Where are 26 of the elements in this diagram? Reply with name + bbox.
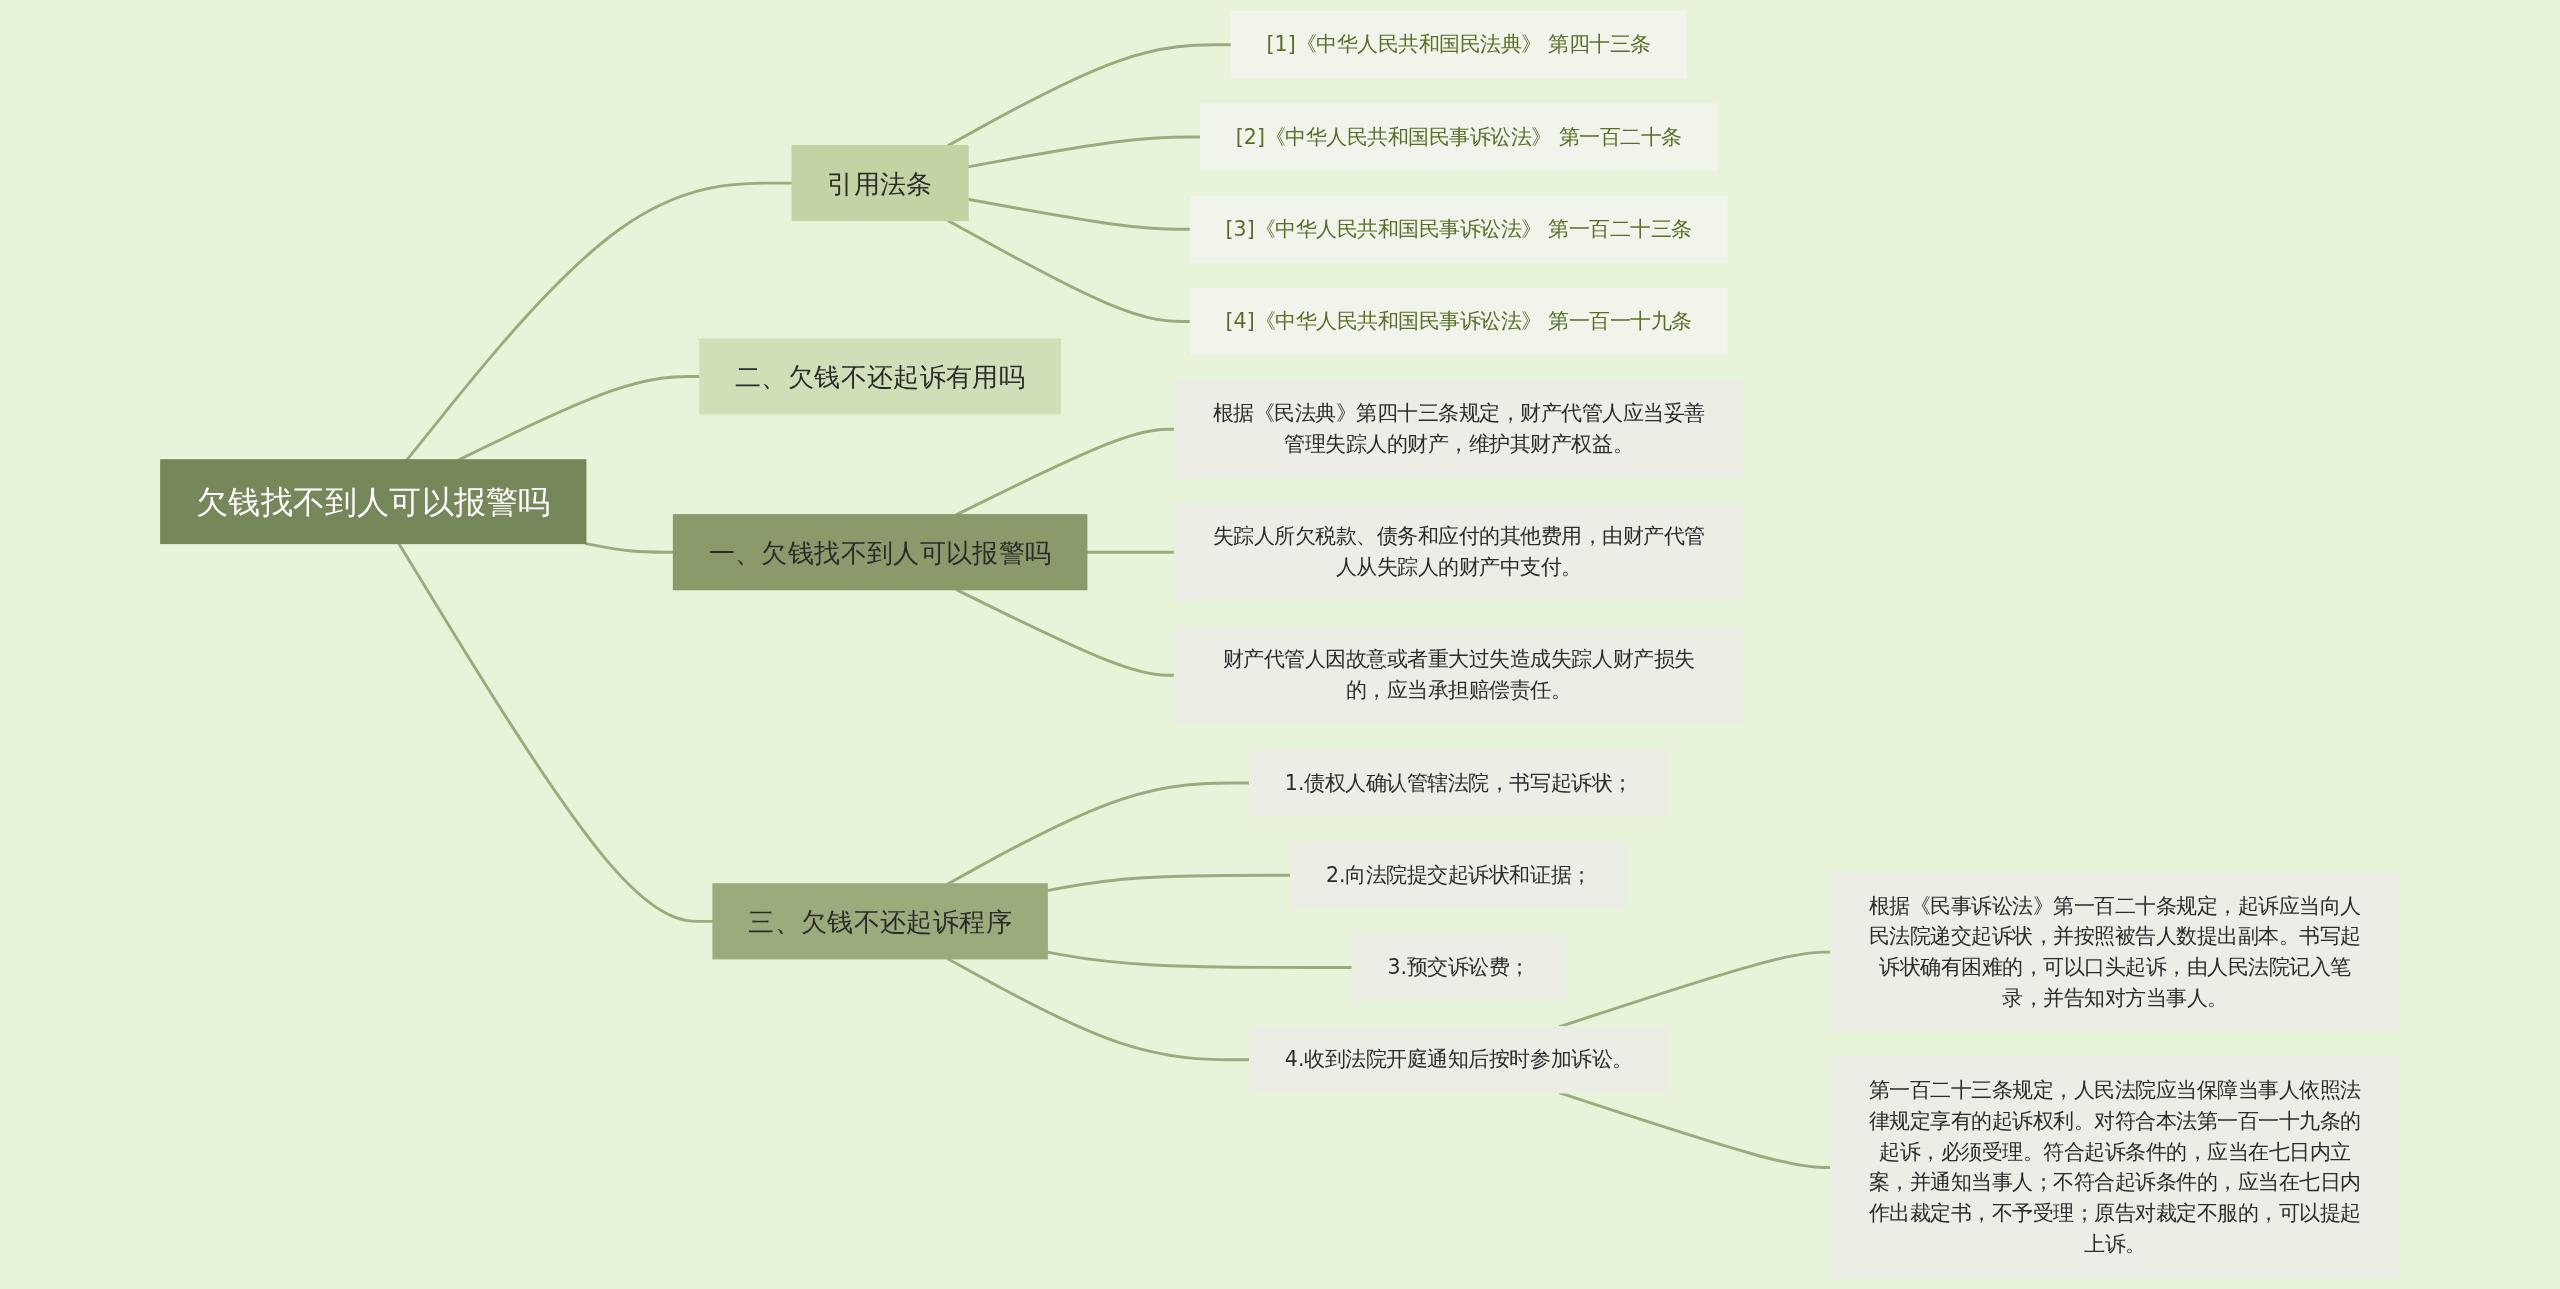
connector bbox=[947, 219, 1191, 323]
node-box: 根据《民法典》第四十三条规定，财产代管人应当妥善管理失踪人的财产，维护其财产权益。 bbox=[1173, 380, 1744, 479]
node-box: 第一百二十三条规定，人民法院应当保障当事人依照法律规定享有的起诉权利。对符合本法第一百一十九条的起诉，必须受理。符合起诉条件的，应当在七日内立案，并通知当事人；不符合起诉条件的，应当在七日内作出裁定书，不予受理；原告对裁定不服的，可以提起上诉。 bbox=[1830, 1056, 2400, 1278]
node-box: [2]《中华人民共和国民事诉讼法》 第一百二十条 bbox=[1199, 103, 1718, 171]
node-box: 失踪人所欠税款、债务和应付的其他费用，由财产代管人从失踪人的财产中支付。 bbox=[1173, 503, 1744, 602]
connector bbox=[584, 542, 674, 554]
connector bbox=[397, 542, 714, 923]
node-box: 二、欠钱不还起诉有用吗 bbox=[699, 338, 1061, 415]
node-box: 一、欠钱找不到人可以报警吗 bbox=[672, 514, 1088, 591]
connector bbox=[1086, 550, 1175, 554]
node-box: 财产代管人因故意或者重大过失造成失踪人财产损失的，应当承担赔偿责任。 bbox=[1173, 626, 1744, 725]
node-box: [4]《中华人民共和国民事诉讼法》 第一百一十九条 bbox=[1189, 287, 1728, 356]
node-box: 3.预交诉讼费； bbox=[1351, 933, 1566, 1002]
node-box: 4.收到法院开庭通知后按时参加诉讼。 bbox=[1249, 1026, 1669, 1094]
node-box: [3]《中华人民共和国民事诉讼法》 第一百二十三条 bbox=[1189, 195, 1728, 263]
connector bbox=[1558, 1091, 1831, 1169]
node-box: 欠钱找不到人可以报警吗 bbox=[160, 459, 587, 545]
node-box: 引用法条 bbox=[791, 145, 969, 222]
node-box: 2.向法院提交起诉状和证据； bbox=[1290, 841, 1628, 909]
connector bbox=[955, 588, 1175, 677]
node-box: 三、欠钱不还起诉程序 bbox=[712, 883, 1048, 960]
node-box: 根据《民事诉讼法》第一百二十条规定，起诉应当向人民法院递交起诉状，并按照被告人数提出副本。书写起诉状确有困难的，可以口头起诉，由人民法院记入笔录，并告知对方当事人。 bbox=[1830, 872, 2400, 1032]
node-box: [1]《中华人民共和国民法典》 第四十三条 bbox=[1230, 11, 1687, 79]
node-box: 1.债权人确认管辖法院，书写起诉状； bbox=[1249, 749, 1669, 817]
connector bbox=[405, 181, 793, 461]
connector bbox=[947, 957, 1250, 1062]
